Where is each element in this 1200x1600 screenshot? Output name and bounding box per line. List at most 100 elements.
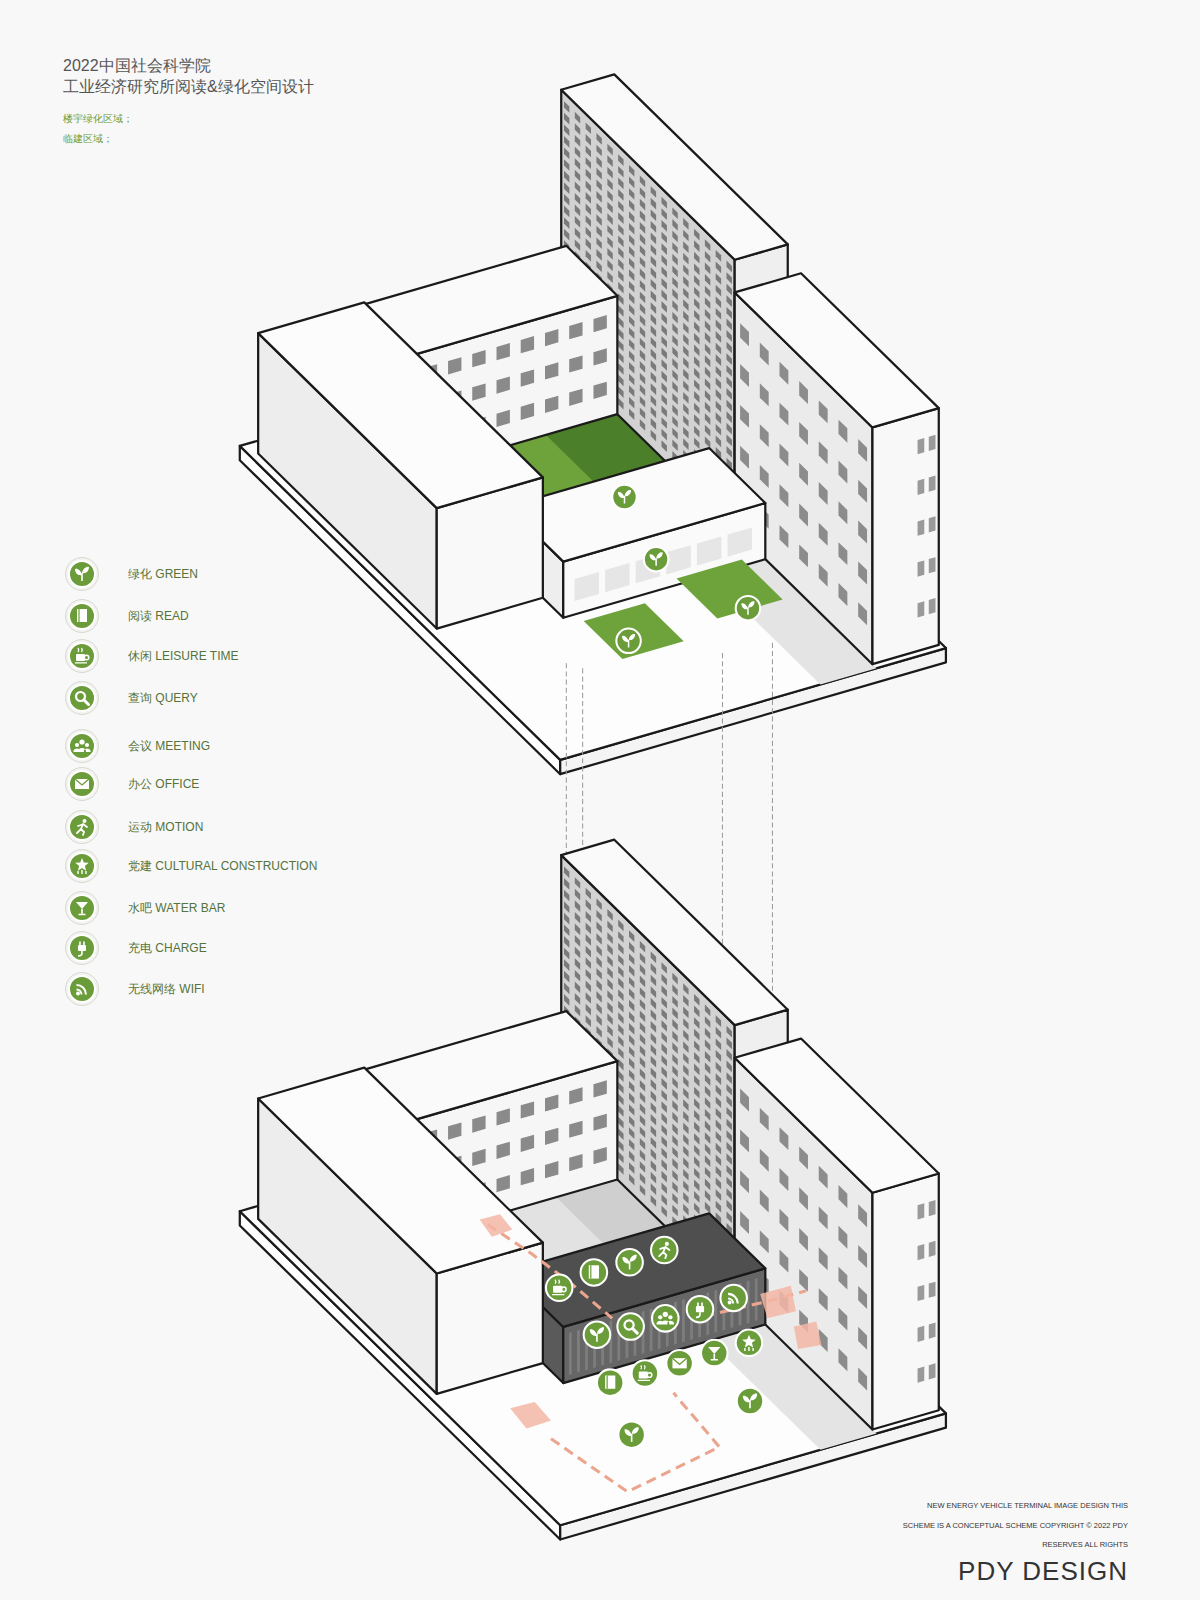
window — [640, 999, 645, 1011]
window — [629, 1174, 634, 1186]
window — [727, 295, 732, 307]
window — [586, 911, 591, 923]
icon-disk — [69, 733, 95, 759]
window — [618, 340, 623, 352]
icon-glyph — [590, 1327, 604, 1342]
star-glyph — [742, 1335, 756, 1348]
icon-disk — [651, 1237, 678, 1264]
window — [629, 258, 634, 270]
plug-prongs — [696, 1303, 702, 1318]
icon-glyph — [77, 819, 87, 835]
window — [448, 1122, 461, 1139]
icon-disk — [736, 596, 760, 620]
icon-disk — [69, 685, 95, 711]
mail-flap — [75, 779, 89, 785]
window — [929, 1200, 936, 1216]
window — [618, 189, 623, 201]
window — [596, 191, 601, 203]
window — [662, 985, 667, 997]
window — [662, 1124, 667, 1136]
window — [640, 187, 645, 199]
window — [618, 212, 623, 224]
window — [651, 1079, 656, 1091]
window — [694, 403, 699, 415]
window — [683, 1146, 688, 1158]
window — [618, 966, 623, 978]
icon-disk — [701, 1340, 728, 1367]
icon-glyph — [638, 1365, 652, 1380]
window — [618, 305, 623, 317]
icon-glyph — [73, 739, 90, 752]
window — [586, 250, 591, 262]
window — [672, 1158, 677, 1170]
window — [727, 423, 732, 435]
window — [672, 381, 677, 393]
window — [694, 1040, 699, 1052]
window — [607, 190, 612, 202]
person-head — [658, 1315, 662, 1319]
window — [799, 544, 808, 567]
window — [779, 525, 788, 548]
window — [716, 308, 721, 320]
window — [819, 441, 828, 464]
window — [575, 112, 580, 124]
window — [662, 1148, 667, 1160]
legend-item: 党建 CULTURAL CONSTRUCTION — [64, 848, 317, 884]
window — [564, 182, 569, 194]
runner-body — [77, 824, 87, 835]
window — [716, 1050, 721, 1062]
mail-icon — [66, 768, 99, 801]
window — [716, 1062, 721, 1074]
window — [618, 1059, 623, 1071]
icon-disk — [69, 814, 95, 840]
window — [683, 264, 688, 276]
window — [727, 434, 732, 446]
window — [596, 226, 601, 238]
window — [716, 1166, 721, 1178]
window — [629, 223, 634, 235]
window — [728, 528, 752, 557]
window — [651, 1114, 656, 1126]
window — [779, 443, 788, 466]
window — [662, 1182, 667, 1194]
window — [472, 1115, 485, 1132]
window — [799, 504, 808, 527]
window — [819, 1207, 828, 1230]
window — [596, 1003, 601, 1015]
window — [716, 262, 721, 274]
window — [607, 1037, 612, 1049]
window — [727, 388, 732, 400]
window — [564, 124, 569, 136]
window — [779, 1209, 788, 1232]
window — [819, 400, 828, 423]
window — [618, 920, 623, 932]
window — [618, 224, 623, 236]
window — [672, 1089, 677, 1101]
window — [705, 436, 710, 448]
icon-glyph — [708, 1347, 720, 1360]
window — [683, 983, 688, 995]
window — [640, 1010, 645, 1022]
window — [586, 899, 591, 911]
tall-building-roof — [561, 840, 788, 1025]
window — [564, 936, 569, 948]
legend-text: 无线网络 WIFI — [128, 981, 205, 998]
window — [629, 327, 634, 339]
window — [858, 1368, 867, 1391]
window — [705, 1179, 710, 1191]
window — [705, 1074, 710, 1086]
window — [779, 403, 788, 426]
window — [683, 1181, 688, 1193]
window — [705, 1202, 710, 1214]
window — [683, 1041, 688, 1053]
window — [694, 391, 699, 403]
window — [858, 480, 867, 503]
icon-ring — [66, 892, 99, 925]
window — [651, 360, 656, 372]
window — [593, 315, 606, 332]
window — [694, 1133, 699, 1145]
window — [593, 382, 606, 399]
window — [618, 1001, 623, 1013]
window — [662, 278, 667, 290]
window — [705, 402, 710, 414]
